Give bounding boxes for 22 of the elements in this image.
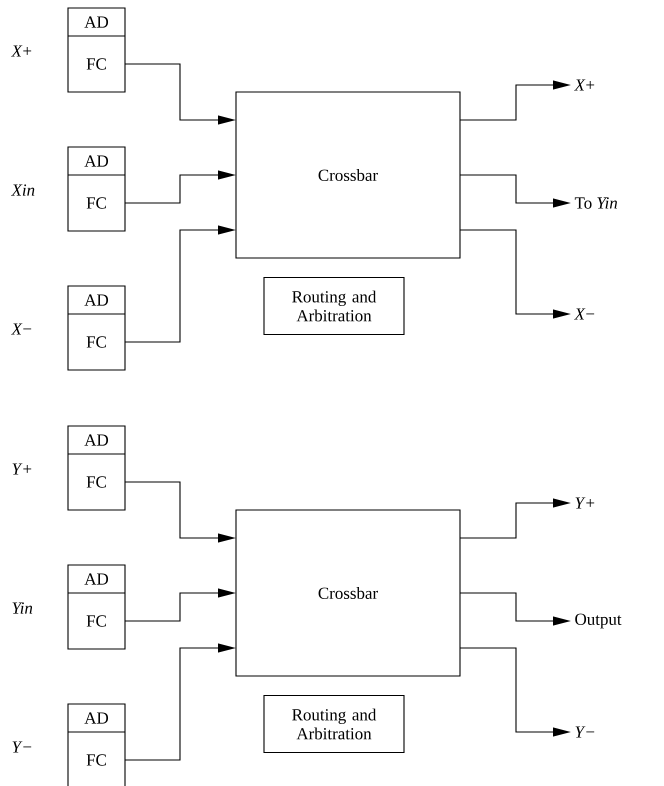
port-label: Y−	[12, 741, 32, 753]
port-label: Y+	[12, 463, 32, 475]
buffer-box: AD FC	[67, 285, 126, 371]
buffer-box: AD FC	[67, 146, 126, 232]
output-label: Output	[575, 614, 622, 628]
buffer-box: AD FC	[67, 7, 126, 93]
output-label: Y−	[576, 726, 594, 738]
routing-box: Routing and Arbitration	[263, 276, 405, 336]
output-label: To Yin	[574, 197, 618, 209]
buffer-box: AD FC	[67, 703, 126, 786]
routing-box: Routing and Arbitration	[263, 694, 405, 754]
crossbar-box: Crossbar	[235, 91, 461, 259]
port-label: X+	[10, 45, 32, 57]
output-label: X+	[574, 79, 594, 91]
buffer-box: AD FC	[67, 564, 126, 650]
crossbar-box: Crossbar	[235, 509, 461, 677]
port-label: X−	[10, 323, 32, 335]
output-label: X−	[574, 308, 594, 320]
port-label: Yin	[12, 602, 32, 614]
port-label: Xin	[10, 184, 34, 196]
output-label: Y+	[576, 497, 594, 509]
buffer-box: AD FC	[67, 425, 126, 511]
